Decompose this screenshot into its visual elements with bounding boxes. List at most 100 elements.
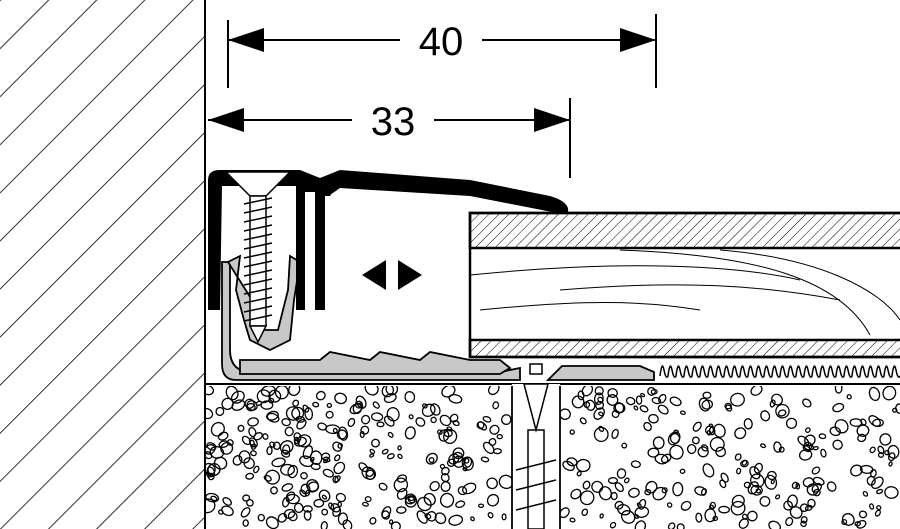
pebble [635,395,643,405]
pebble [487,386,500,396]
pebble [448,453,460,465]
pebble [673,429,679,434]
pebble [609,521,617,529]
pebble [352,402,362,415]
pebble [785,417,798,429]
pebble [611,409,620,419]
pebble [750,473,765,488]
pebble [672,481,684,497]
pebble [832,439,843,450]
pebble [388,519,394,525]
pebble [846,394,852,400]
pebble [293,502,304,514]
pebble [501,513,507,521]
pebble [244,398,255,409]
dimension-33-label: 33 [371,100,416,144]
pebble [571,395,585,409]
pebble [593,426,609,443]
pebble [443,428,453,438]
pebble [332,506,342,517]
pebble [425,452,438,465]
pebble [271,457,286,468]
pebble [280,463,295,476]
pebble [218,440,229,449]
pebble [462,467,468,472]
pebble [482,415,492,423]
pebble [607,477,619,485]
pebble [342,519,353,529]
pebble [720,472,729,483]
pebble [393,477,409,493]
pebble [238,450,251,464]
pebble [210,495,218,502]
pebble [607,388,618,398]
pebble [277,512,288,523]
pebble [206,492,220,503]
pebble [614,402,625,414]
pebble [253,465,260,474]
pebble [634,520,646,529]
pebble [736,467,742,475]
pebble [742,513,748,520]
pebble [489,424,500,435]
screw [224,171,292,344]
pebble [639,405,649,413]
pebble [304,407,314,421]
pebble [702,463,715,478]
pebble [364,496,372,503]
pebble [630,460,641,469]
pebble [492,401,500,410]
pebble [334,454,341,462]
pebble [206,407,214,420]
pebble [404,391,416,403]
pebble [438,429,450,442]
pebble [381,448,389,455]
pebble [285,491,296,502]
pebble [434,512,447,525]
pebble [446,458,456,467]
pebble [876,488,884,495]
pebble [783,500,794,511]
pebble [396,506,407,514]
pebble [680,500,692,511]
pebble [628,487,640,498]
pebble [225,386,239,401]
pebble [581,386,594,397]
pebble [647,386,656,396]
pebble [381,386,394,398]
pebble [669,444,684,460]
pebble [868,386,881,402]
pebble [386,407,400,422]
pebble [802,444,811,453]
pebble [302,505,313,513]
pebble [691,436,700,445]
pebble [869,446,876,454]
pebble [387,431,394,438]
pebble [440,481,451,492]
pebble [242,519,249,527]
pebble [217,431,229,441]
pebble [429,403,441,416]
pebble [709,436,725,452]
wall-hatched [0,0,206,529]
pebble [892,407,898,413]
pebble [575,458,591,473]
pebble [743,481,751,489]
pebble [834,419,849,434]
pebble [882,386,897,401]
pebble [361,414,371,425]
pebble [598,411,604,417]
pebble [463,457,470,464]
pebble [636,502,642,509]
pebble [708,423,714,428]
pebble [237,424,245,432]
pebble [760,443,766,449]
pebble [360,425,370,435]
pebble [296,434,312,448]
pebble [246,499,254,507]
pebble [321,508,329,516]
pebble [718,505,730,514]
pebble [667,522,676,529]
pebble [452,420,460,427]
